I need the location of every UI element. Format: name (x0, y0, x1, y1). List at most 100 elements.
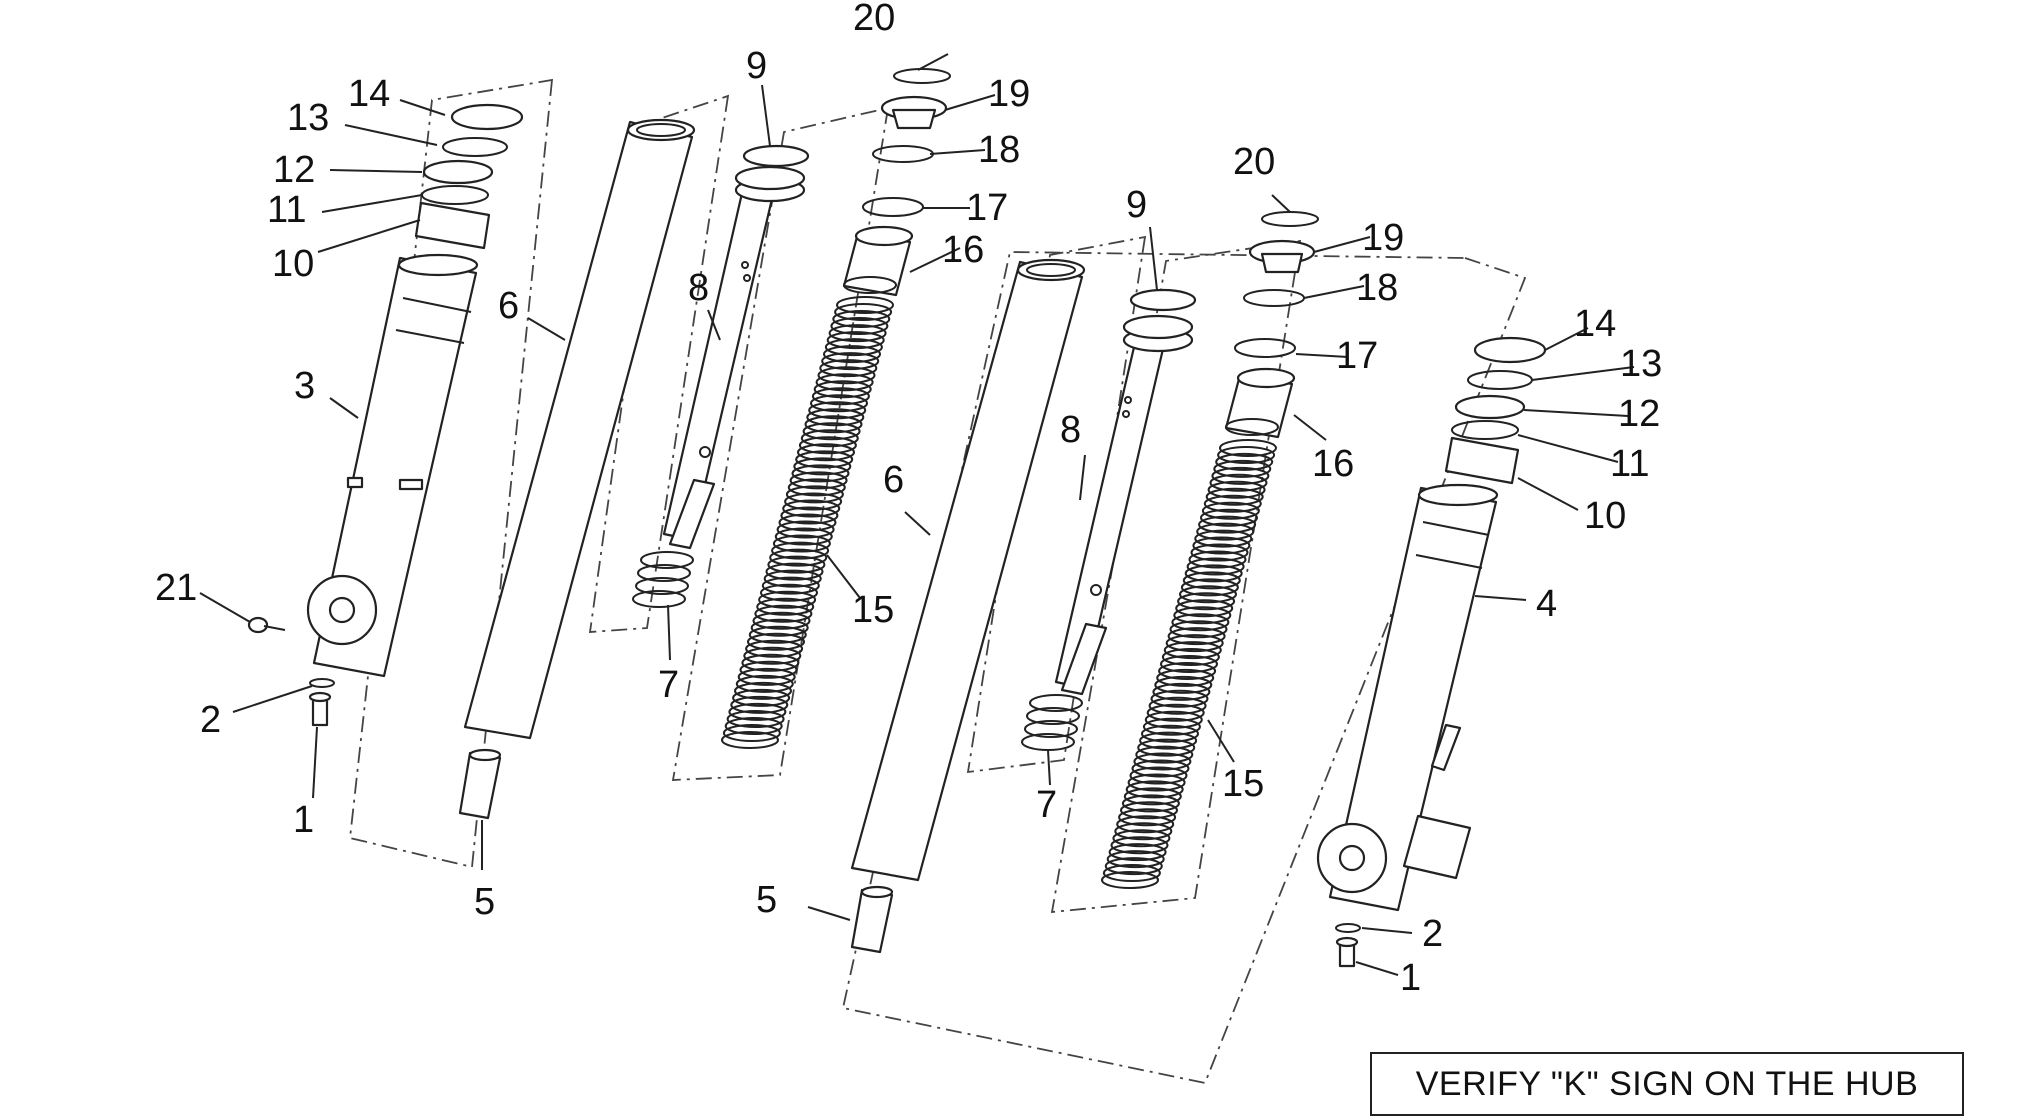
seal-ring (872, 145, 934, 163)
spring-coil (735, 674, 794, 693)
spring-coil (1120, 801, 1178, 820)
right-damper-rod (1054, 288, 1197, 696)
callout-12-right: 12 (1618, 393, 1660, 435)
spring-coil (1169, 620, 1228, 639)
spring-coil (1142, 717, 1201, 736)
piston-ring (1129, 288, 1197, 312)
right-leg-assembly-outline (841, 251, 1527, 1085)
left-lower-leg (306, 253, 479, 678)
washer (309, 678, 335, 688)
spring-coil (1205, 487, 1264, 506)
spring-coil (1207, 480, 1266, 499)
spring-coil (774, 527, 833, 546)
callout-18-right: 18 (1356, 267, 1398, 309)
spring-coil (800, 429, 859, 448)
spring-coil (1148, 696, 1207, 715)
spring-coil (791, 464, 850, 483)
callout-14-right: 14 (1574, 303, 1616, 345)
spring-coil (1165, 634, 1224, 653)
spring-coil (806, 408, 865, 427)
spring-coil (776, 520, 835, 539)
spring-coil (756, 597, 815, 616)
callout-8-left: 8 (688, 267, 709, 309)
snap-ring (893, 68, 951, 84)
bushing (458, 751, 502, 820)
spring-coil (1209, 473, 1268, 492)
spring-coil (830, 317, 889, 335)
spring-coil (1146, 703, 1205, 722)
spring-coil (1201, 501, 1260, 520)
seal-ring (1243, 289, 1305, 307)
callout-9-left: 9 (746, 45, 767, 87)
spring-coil (828, 324, 887, 343)
spring-coil (1198, 515, 1257, 534)
spring-coil (789, 471, 848, 490)
spring-coil (748, 625, 807, 644)
callout-1-left: 1 (293, 799, 314, 841)
spring-coil (821, 352, 880, 371)
circlip (1467, 370, 1533, 390)
spring-coil (782, 499, 841, 518)
left-fasteners (247, 616, 335, 727)
callout-2-right: 2 (1422, 913, 1443, 955)
spring-coil (1104, 857, 1163, 876)
spring-coil (758, 590, 817, 609)
spring-coil (1219, 439, 1277, 457)
spring-coil (823, 345, 881, 364)
spring-coil (1160, 655, 1218, 673)
right-main-spring (1101, 439, 1277, 889)
spring-coil (826, 331, 885, 350)
callout-7-left: 7 (658, 664, 679, 706)
spring-coil (1158, 662, 1217, 680)
spring-coil (813, 380, 872, 399)
spring-coil (784, 492, 843, 511)
left-cap-stack (862, 68, 951, 217)
spring-coil (1177, 592, 1236, 611)
right-fork-tube (850, 258, 1086, 954)
spring-coil (1203, 494, 1262, 513)
spring-coil (726, 710, 785, 728)
dust-cap (450, 103, 524, 131)
callout-14-left: 14 (348, 73, 390, 115)
callout-9-right: 9 (1126, 184, 1147, 226)
callout-6-right: 6 (883, 459, 904, 501)
spring-coil (1217, 446, 1276, 464)
spring-coil (785, 485, 844, 504)
callout-19-right: 19 (1362, 217, 1404, 259)
spring-coil (730, 695, 789, 714)
callout-5-left: 5 (474, 881, 495, 923)
spring-coil (1184, 564, 1243, 583)
verify-hub-note: VERIFY "K" SIGN ON THE HUB (1370, 1052, 1964, 1116)
oil-seal (421, 185, 489, 205)
spring-coil (737, 667, 796, 686)
spring-coil (1173, 606, 1232, 625)
spring-coil (804, 415, 863, 434)
spring-coil (1152, 682, 1211, 701)
retaining-ring (422, 159, 494, 185)
callout-15-right: 15 (1222, 763, 1264, 805)
dust-cap (1473, 336, 1547, 364)
spring-coil (721, 731, 779, 749)
spring-coil (798, 436, 857, 455)
right-cap-stack (1234, 211, 1319, 358)
left-spring-assembly-outline (671, 106, 890, 781)
spring-coil (769, 548, 828, 567)
spring-coil (836, 296, 894, 314)
spring-coil (750, 618, 809, 637)
spring-coil (808, 401, 867, 420)
spring-coil (797, 443, 855, 462)
spring-coil (1161, 648, 1220, 666)
spring-coil (765, 562, 824, 581)
callout-1-right: 1 (1400, 957, 1421, 999)
callout-15-left: 15 (852, 589, 894, 631)
spring-coil (795, 450, 854, 469)
spring-coil (1106, 850, 1165, 869)
dust-seal-spacer (414, 201, 491, 250)
spring-coil (1194, 529, 1253, 548)
spring-coil (771, 541, 830, 560)
callout-5-right: 5 (756, 879, 777, 921)
spring-coil (772, 534, 831, 553)
left-fork-tube (458, 118, 696, 820)
left-top-stack (414, 103, 524, 250)
